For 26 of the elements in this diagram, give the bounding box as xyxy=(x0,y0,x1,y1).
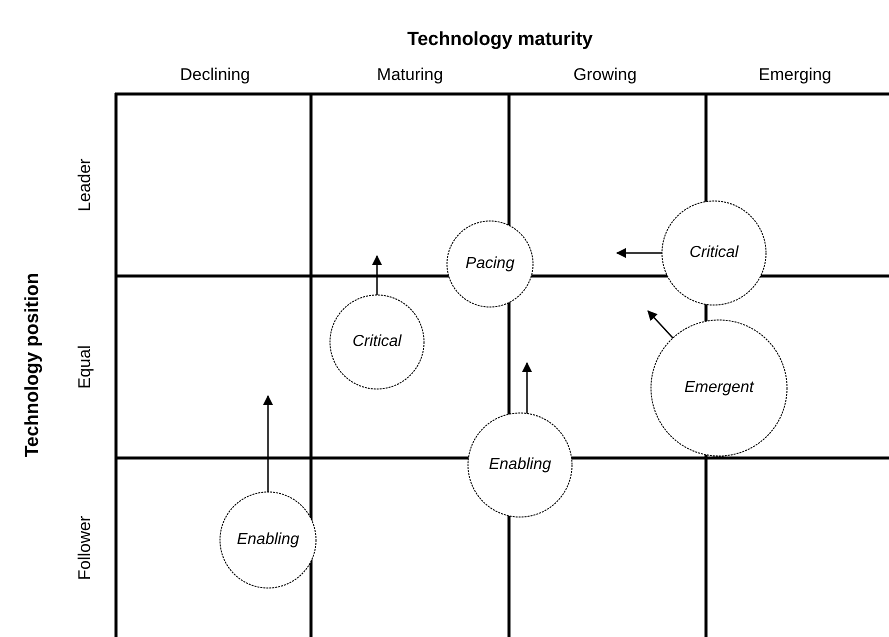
column-label: Growing xyxy=(573,65,637,85)
node-label: Critical xyxy=(352,333,402,351)
column-label: Declining xyxy=(180,65,250,85)
axis-title: Technology maturity xyxy=(407,29,593,51)
arrow xyxy=(647,310,674,339)
axis-title: Technology position xyxy=(22,272,44,458)
circle-node xyxy=(219,491,317,589)
circle-node xyxy=(467,412,573,518)
arrow xyxy=(372,255,382,295)
node-label: Enabling xyxy=(488,456,552,474)
arrow xyxy=(522,362,532,414)
column-label: Maturing xyxy=(376,65,444,85)
node-label: Enabling xyxy=(236,531,300,549)
circle-node xyxy=(661,200,767,306)
row-label: Follower xyxy=(75,516,95,580)
row-label: Equal xyxy=(75,345,95,389)
row-label: Leader xyxy=(75,158,95,212)
node-label: Critical xyxy=(690,244,738,262)
column-label: Emerging xyxy=(758,65,832,85)
circle-node xyxy=(329,294,425,390)
circle-node xyxy=(650,319,788,457)
circle-node xyxy=(446,220,534,308)
node-label: Emergent xyxy=(684,379,754,397)
arrow xyxy=(263,395,273,492)
arrow xyxy=(616,248,662,258)
node-label: Pacing xyxy=(466,255,514,273)
